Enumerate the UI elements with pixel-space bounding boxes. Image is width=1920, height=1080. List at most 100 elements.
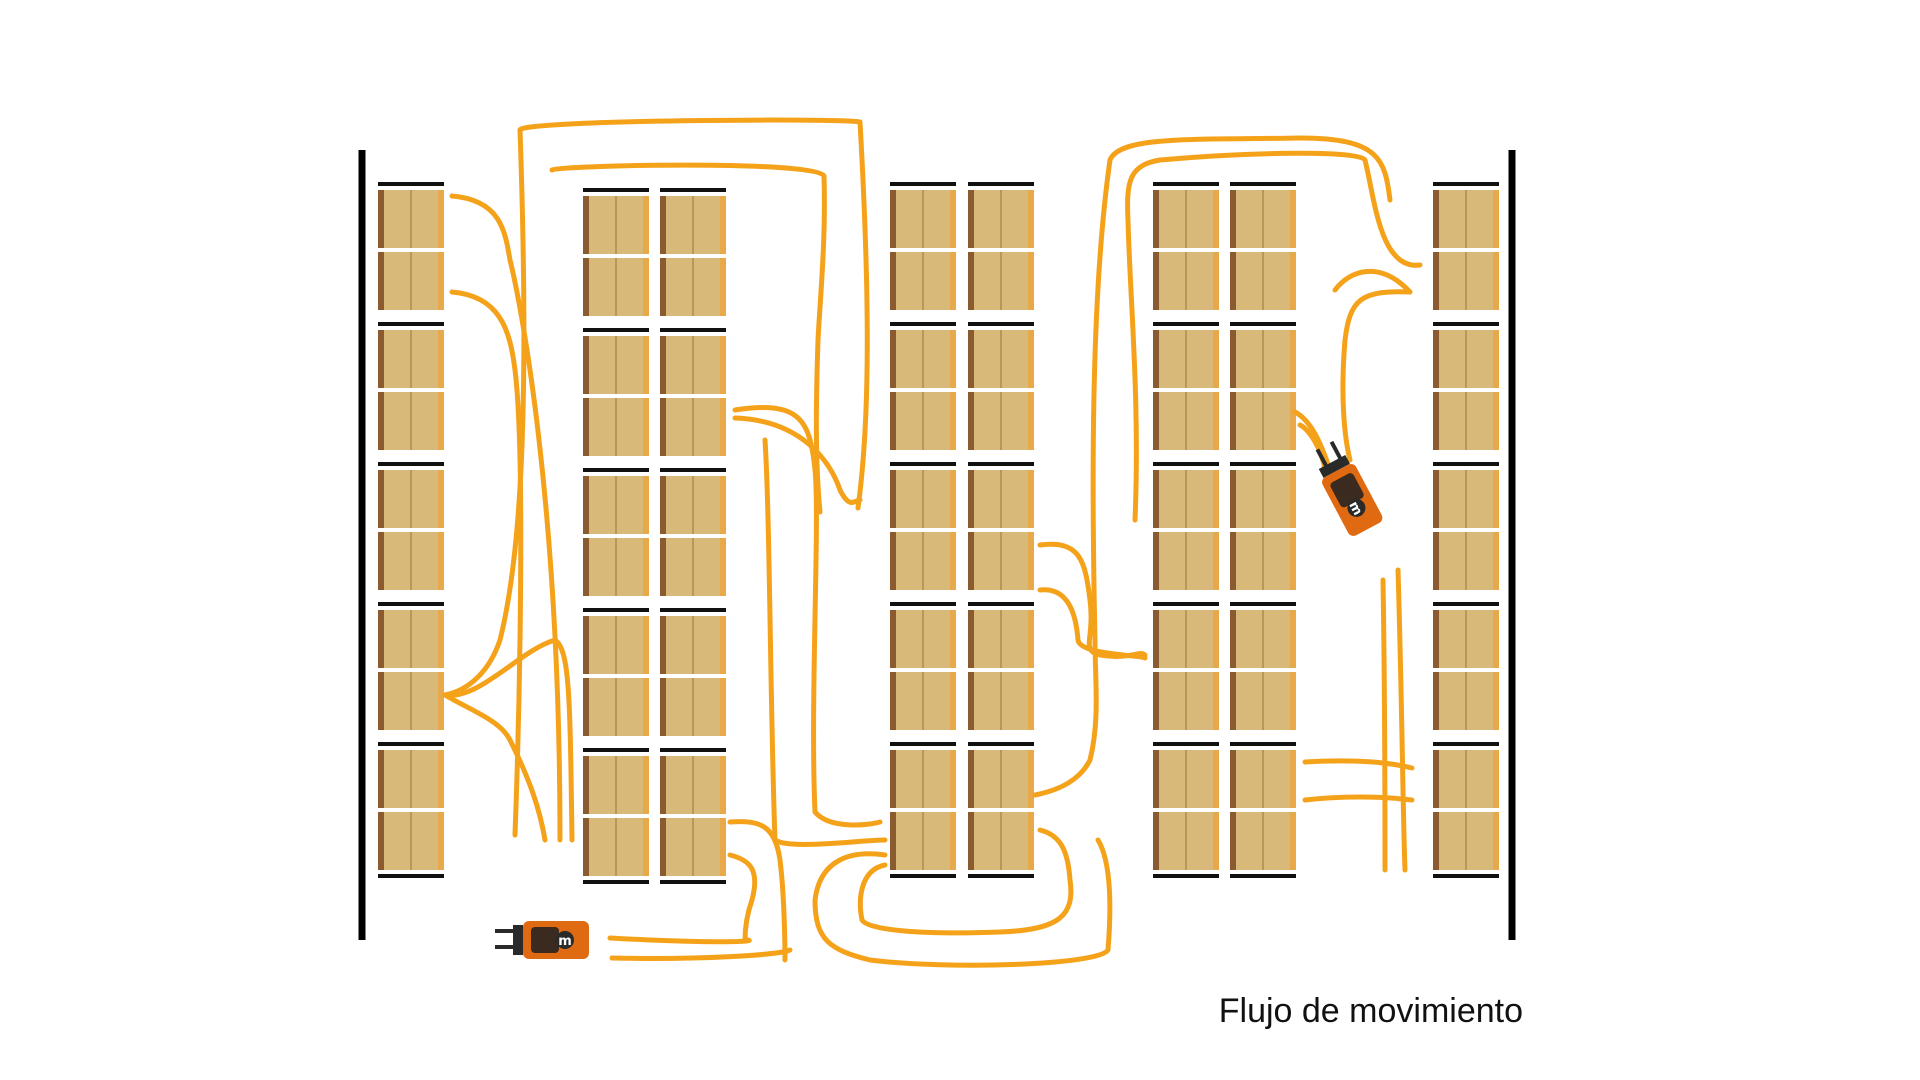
rack-bay <box>890 602 956 730</box>
rack-bay <box>583 748 649 876</box>
forklift-icon: m <box>1315 440 1383 536</box>
pallet-shadow <box>890 190 896 248</box>
pallet-edge <box>950 812 956 870</box>
flow-path <box>609 947 793 961</box>
pallet-edge <box>1493 812 1499 870</box>
flow-path <box>857 827 1074 936</box>
rack-bay <box>378 742 444 870</box>
pallet-edge <box>950 610 956 668</box>
pallet-edge <box>1493 190 1499 248</box>
pallet-shadow <box>1433 470 1439 528</box>
pallet-edge <box>1493 532 1499 590</box>
forklift-badge: m <box>558 934 572 949</box>
pallet-shadow <box>378 330 384 388</box>
pallet-shadow <box>583 336 589 394</box>
pallet-edge <box>643 398 649 456</box>
rack-bay <box>968 602 1034 730</box>
pallet-shadow <box>1433 532 1439 590</box>
pallet-shadow <box>1153 610 1159 668</box>
pallet-edge <box>643 258 649 316</box>
pallet-edge <box>438 812 444 870</box>
pallet-edge <box>1213 750 1219 808</box>
pallet-edge <box>720 756 726 814</box>
flow-path <box>1292 409 1333 473</box>
pallet-edge <box>1028 610 1034 668</box>
rack-bay <box>1433 742 1499 870</box>
pallet-shadow <box>660 258 666 316</box>
pallet-edge <box>720 678 726 736</box>
pallet-edge <box>1028 470 1034 528</box>
pallet-edge <box>643 818 649 876</box>
pallet-shadow <box>1433 190 1439 248</box>
rack-bay <box>1230 602 1296 730</box>
pallet-edge <box>1290 750 1296 808</box>
rack-layout <box>378 182 1499 884</box>
pallet-edge <box>950 470 956 528</box>
pallet-shadow <box>660 678 666 736</box>
pallet-edge <box>720 476 726 534</box>
pallet-shadow <box>1433 392 1439 450</box>
rack-bay <box>968 742 1034 870</box>
pallet-edge <box>950 672 956 730</box>
pallet-shadow <box>890 672 896 730</box>
rack-bay <box>890 742 956 870</box>
pallet-shadow <box>1230 750 1236 808</box>
pallet-edge <box>643 476 649 534</box>
rack-bay <box>378 602 444 730</box>
pallet-edge <box>720 616 726 674</box>
flow-path <box>812 837 1113 968</box>
pallet-shadow <box>1433 610 1439 668</box>
pallet-edge <box>438 330 444 388</box>
flow-path <box>732 415 863 505</box>
flow-path <box>727 819 788 963</box>
pallet-shadow <box>1433 330 1439 388</box>
flow-path <box>762 437 888 847</box>
pallet-shadow <box>968 610 974 668</box>
pallet-shadow <box>890 252 896 310</box>
pallet-edge <box>1028 750 1034 808</box>
pallet-edge <box>438 392 444 450</box>
pallet-shadow <box>1230 190 1236 248</box>
pallet-shadow <box>890 610 896 668</box>
rack-bay <box>660 608 726 736</box>
pallet-edge <box>720 258 726 316</box>
pallet-shadow <box>583 398 589 456</box>
rack-bay <box>1433 182 1499 310</box>
pallet-edge <box>438 470 444 528</box>
pallet-edge <box>1028 532 1034 590</box>
movement-flow-paths <box>442 117 1423 968</box>
flow-path <box>549 162 827 515</box>
pallet-shadow <box>890 532 896 590</box>
rack-bay <box>1153 602 1219 730</box>
pallet-shadow <box>890 392 896 450</box>
pallet-edge <box>1213 812 1219 870</box>
pallet-edge <box>1028 672 1034 730</box>
flow-path <box>442 692 548 843</box>
pallet-shadow <box>378 672 384 730</box>
pallet-shadow <box>378 812 384 870</box>
pallet-shadow <box>968 190 974 248</box>
pallet-shadow <box>1433 252 1439 310</box>
pallet-shadow <box>583 678 589 736</box>
pallet-edge <box>438 532 444 590</box>
pallet-edge <box>720 538 726 596</box>
flow-path <box>442 637 575 843</box>
pallet-shadow <box>378 610 384 668</box>
flow-path <box>1125 150 1423 523</box>
pallet-edge <box>1213 610 1219 668</box>
pallet-shadow <box>378 392 384 450</box>
pallet-shadow <box>1433 672 1439 730</box>
rack-bay <box>1153 742 1219 870</box>
pallet-shadow <box>1230 610 1236 668</box>
pallet-shadow <box>660 538 666 596</box>
pallet-shadow <box>378 190 384 248</box>
rack-bay <box>378 322 444 450</box>
flow-path <box>442 117 870 698</box>
pallet-shadow <box>968 252 974 310</box>
pallet-edge <box>1028 812 1034 870</box>
pallet-shadow <box>378 470 384 528</box>
pallet-edge <box>438 750 444 808</box>
rack-bay <box>583 608 649 736</box>
pallet-edge <box>1213 532 1219 590</box>
